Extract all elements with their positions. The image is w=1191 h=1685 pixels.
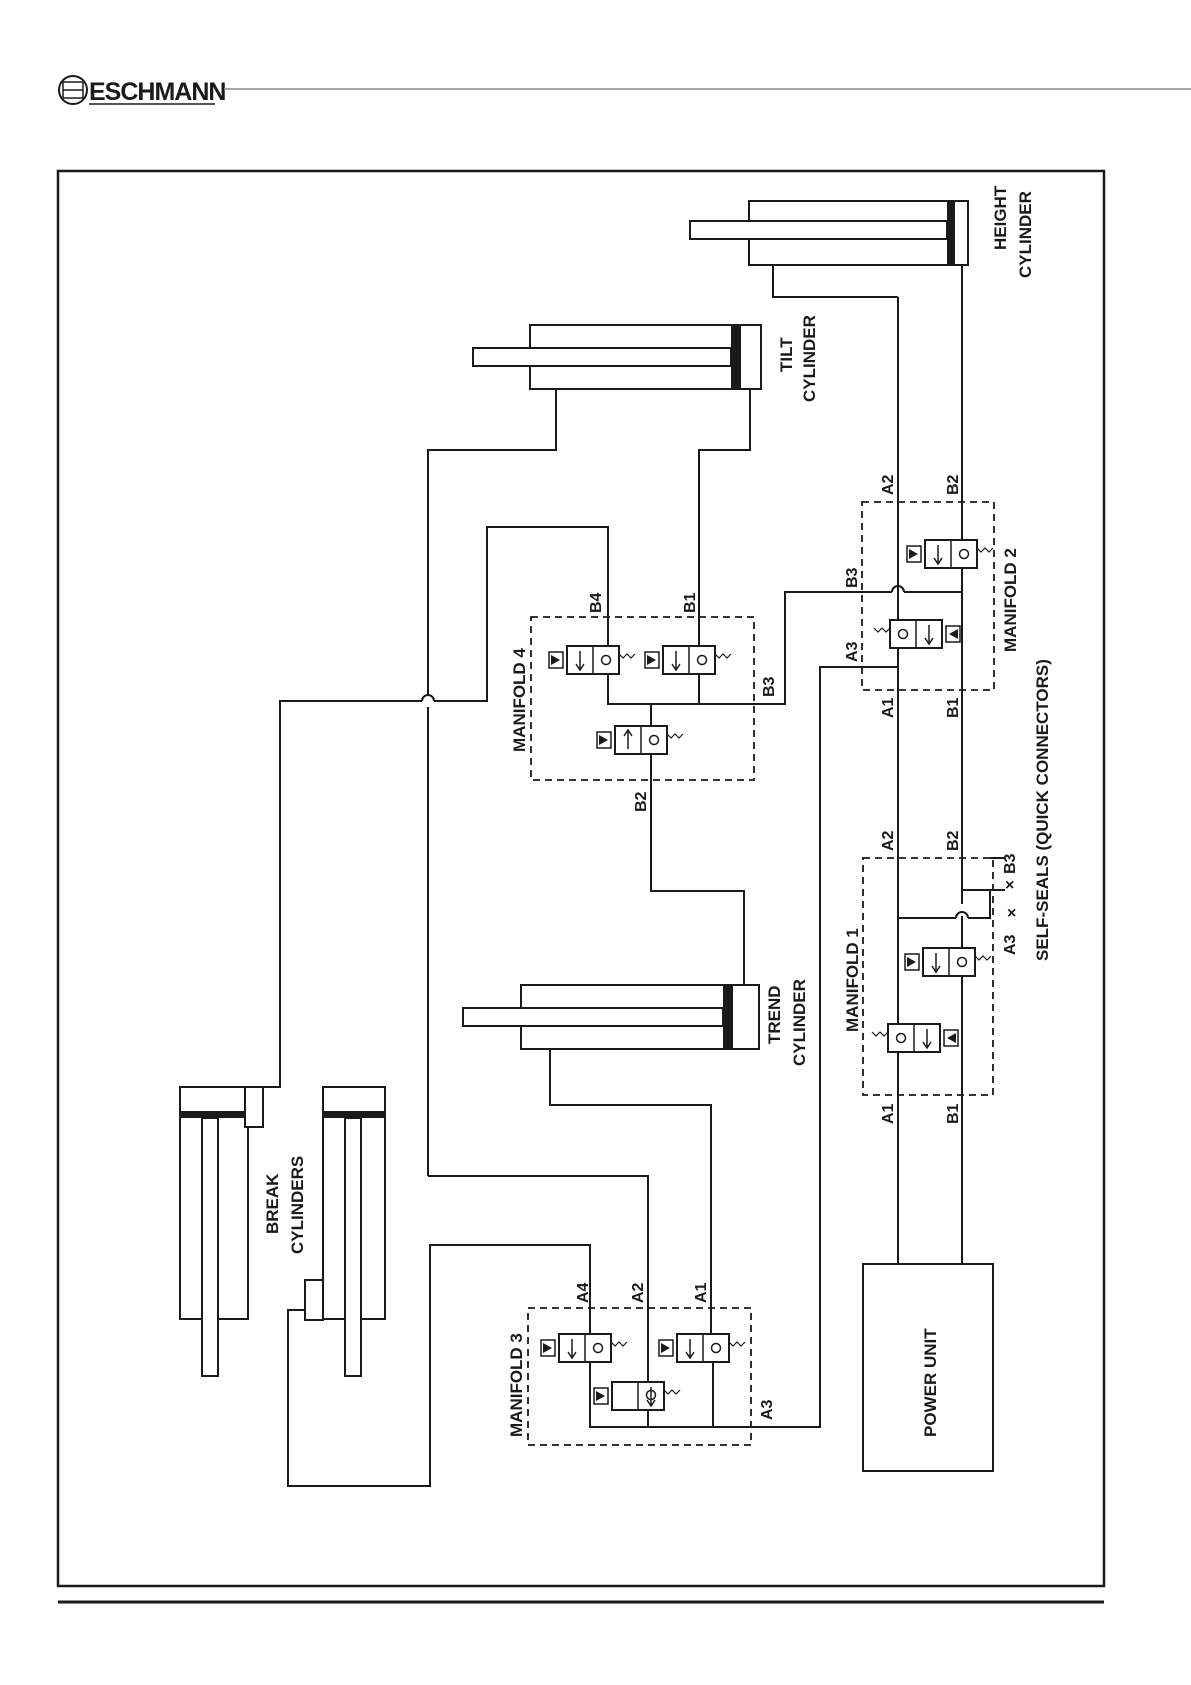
valve-m1-a xyxy=(872,1024,958,1052)
valve-m1-b xyxy=(905,948,991,976)
port-label: A2 xyxy=(880,830,897,851)
height-cylinder-label-line2: CYLINDER xyxy=(1016,191,1035,278)
self-seals-label: SELF-SEALS (QUICK CONNECTORS) xyxy=(1033,659,1052,961)
port-label: B1 xyxy=(682,592,699,613)
trend-cylinder-label-line1: TREND xyxy=(765,985,784,1044)
valve-m4-b3 xyxy=(597,726,683,754)
manifold-3-box xyxy=(528,1308,751,1445)
trend-cylinder xyxy=(463,985,759,1049)
trend-cylinder-label-line2: CYLINDER xyxy=(790,979,809,1066)
port-label: B2 xyxy=(945,830,962,851)
port-label: B3 xyxy=(844,567,861,588)
port-label: B2 xyxy=(633,791,650,812)
port-label: B3 xyxy=(1002,853,1019,874)
port-label: A3 xyxy=(759,1399,776,1420)
power-unit-label: POWER UNIT xyxy=(921,1328,940,1437)
port-label: A3 xyxy=(844,641,861,662)
valve-m2-b2 xyxy=(907,540,993,568)
brand-logo: ESCHMANN xyxy=(59,76,225,106)
port-label: A2 xyxy=(630,1282,647,1303)
height-cylinder xyxy=(690,201,968,265)
port-label: B1 xyxy=(945,697,962,718)
valve-m2-a3 xyxy=(874,620,960,648)
valve-m4-b1 xyxy=(645,646,731,674)
manifold-4-box xyxy=(531,617,754,780)
port-label: B2 xyxy=(945,474,962,495)
manifold-2-box xyxy=(862,502,994,690)
manifold-3-label: MANIFOLD 3 xyxy=(507,1333,526,1437)
break-cylinders-label-line1: BREAK xyxy=(263,1173,282,1234)
manifold-1-label: MANIFOLD 1 xyxy=(843,928,862,1032)
port-label: A1 xyxy=(880,697,897,718)
valve-m3-a2 xyxy=(594,1382,680,1410)
break-cylinders xyxy=(180,1087,385,1376)
port-label: B4 xyxy=(588,592,605,613)
port-label: B3 xyxy=(761,676,778,697)
port-label: A1 xyxy=(693,1282,710,1303)
svg-text:×: × xyxy=(1007,905,1016,922)
height-cylinder-label-line1: HEIGHT xyxy=(991,185,1010,250)
manifold-2-label: MANIFOLD 2 xyxy=(1001,548,1020,652)
valve-m4-b4 xyxy=(549,646,635,674)
port-label: A3 xyxy=(1002,934,1019,955)
svg-text:×: × xyxy=(1005,877,1014,894)
valve-m3-a1 xyxy=(659,1334,745,1362)
brand-name: ESCHMANN xyxy=(89,78,225,106)
valve-m3-a4 xyxy=(541,1334,627,1362)
tilt-cylinder-label-line1: TILT xyxy=(777,337,796,372)
port-label: B1 xyxy=(945,1103,962,1124)
port-label: A1 xyxy=(880,1103,897,1124)
tilt-cylinder xyxy=(473,325,761,389)
port-label: A4 xyxy=(575,1282,592,1303)
tilt-cylinder-label-line2: CYLINDER xyxy=(800,315,819,402)
port-label: A2 xyxy=(880,474,897,495)
manifold-4-label: MANIFOLD 4 xyxy=(510,648,529,752)
break-cylinders-label-line2: CYLINDERS xyxy=(288,1156,307,1254)
